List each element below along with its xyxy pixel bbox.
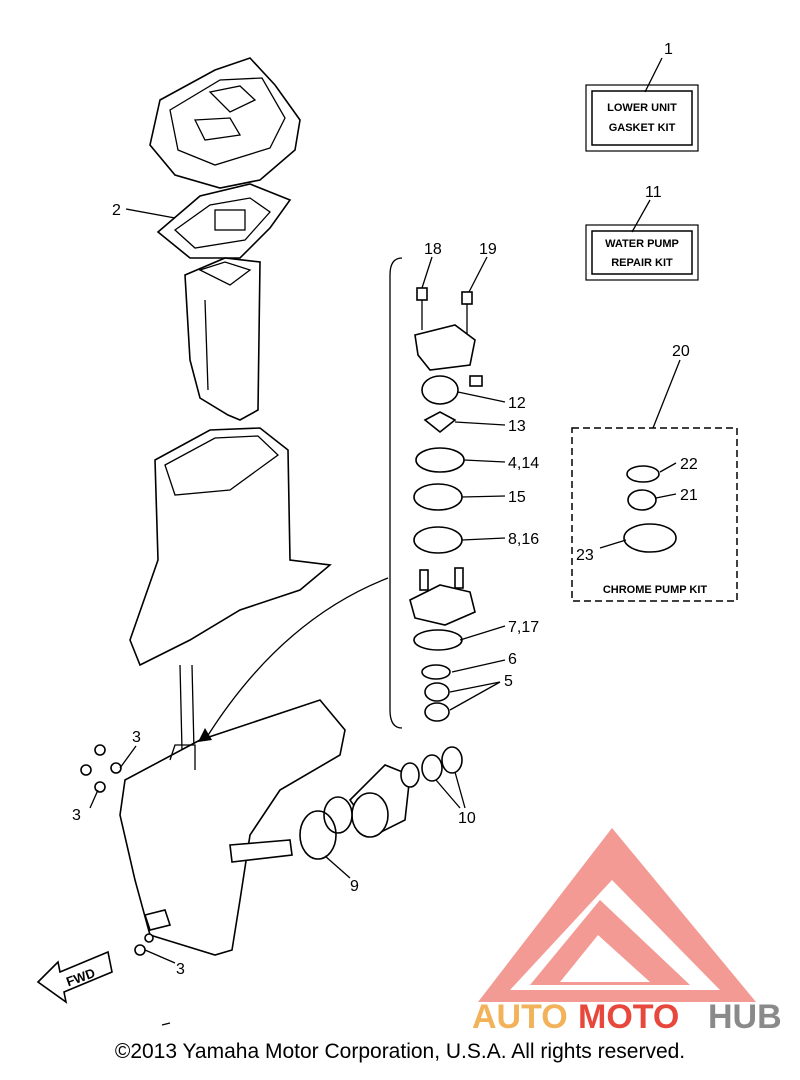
kit-11-line1: WATER PUMP bbox=[605, 238, 679, 250]
upper-gasket-plate bbox=[149, 57, 301, 189]
callout-labels: 1 2 11 18 19 20 12 13 4,14 22 15 21 8,16… bbox=[72, 41, 698, 978]
callout-3b: 3 bbox=[72, 807, 81, 824]
watermark-hub: HUB bbox=[708, 998, 782, 1036]
watermark-logo bbox=[478, 828, 756, 1002]
callout-12: 12 bbox=[508, 395, 526, 412]
watermark-text: AUTO MOTO HUB bbox=[472, 998, 782, 1036]
callout-2: 2 bbox=[112, 202, 121, 219]
callout-13: 13 bbox=[508, 418, 526, 435]
watermark-auto: AUTO bbox=[472, 998, 568, 1036]
callout-22: 22 bbox=[680, 456, 698, 473]
water-pump-bracket bbox=[389, 257, 403, 729]
callout-3a: 3 bbox=[132, 729, 141, 746]
oil-seals-10 bbox=[400, 746, 463, 788]
callout-15: 15 bbox=[508, 489, 526, 506]
callout-4-14: 4,14 bbox=[508, 455, 539, 472]
leader-lines bbox=[89, 57, 681, 964]
callout-21: 21 bbox=[680, 487, 698, 504]
callout-20: 20 bbox=[672, 343, 690, 360]
callout-9: 9 bbox=[350, 878, 359, 895]
callout-3c: 3 bbox=[176, 961, 185, 978]
water-pump-repair-kit-inner bbox=[591, 230, 693, 275]
gasket-2 bbox=[156, 183, 292, 259]
assembly-arrowhead bbox=[198, 728, 212, 742]
callout-1: 1 bbox=[664, 41, 673, 58]
chrome-pump-parts bbox=[623, 465, 677, 553]
propeller-shaft-housing bbox=[323, 764, 411, 838]
upper-casing bbox=[129, 427, 332, 751]
o-ring-9 bbox=[299, 810, 337, 860]
callout-10: 10 bbox=[458, 810, 476, 827]
assembly-arrow bbox=[204, 577, 389, 741]
callout-7-17: 7,17 bbox=[508, 619, 539, 636]
kit-11-line2: REPAIR KIT bbox=[611, 257, 673, 269]
small-mark bbox=[161, 1022, 171, 1026]
fwd-arrow-icon: FWD bbox=[36, 950, 113, 1004]
kit-1-line1: LOWER UNIT bbox=[607, 102, 677, 114]
water-pump-parts bbox=[409, 287, 483, 722]
bolts-3 bbox=[80, 744, 154, 956]
copyright-notice: ©2013 Yamaha Motor Corporation, U.S.A. A… bbox=[114, 1040, 686, 1063]
drive-shaft-housing bbox=[184, 257, 261, 421]
chrome-pump-kit-box bbox=[571, 427, 738, 602]
kit-1-line2: GASKET KIT bbox=[609, 122, 676, 134]
callout-23: 23 bbox=[576, 547, 594, 564]
callout-18: 18 bbox=[424, 241, 442, 258]
lower-unit-case bbox=[119, 699, 346, 956]
callout-8-16: 8,16 bbox=[508, 531, 539, 548]
water-pump-repair-kit-box bbox=[585, 224, 699, 281]
callout-11: 11 bbox=[645, 184, 662, 201]
callout-19: 19 bbox=[479, 241, 497, 258]
lower-unit-gasket-kit-box bbox=[585, 84, 699, 152]
callout-5: 5 bbox=[504, 673, 513, 690]
kit-chrome-label: CHROME PUMP KIT bbox=[603, 584, 708, 596]
lower-unit-gasket-kit-inner bbox=[591, 90, 693, 146]
watermark-moto: MOTO bbox=[578, 998, 679, 1036]
callout-6: 6 bbox=[508, 651, 517, 668]
